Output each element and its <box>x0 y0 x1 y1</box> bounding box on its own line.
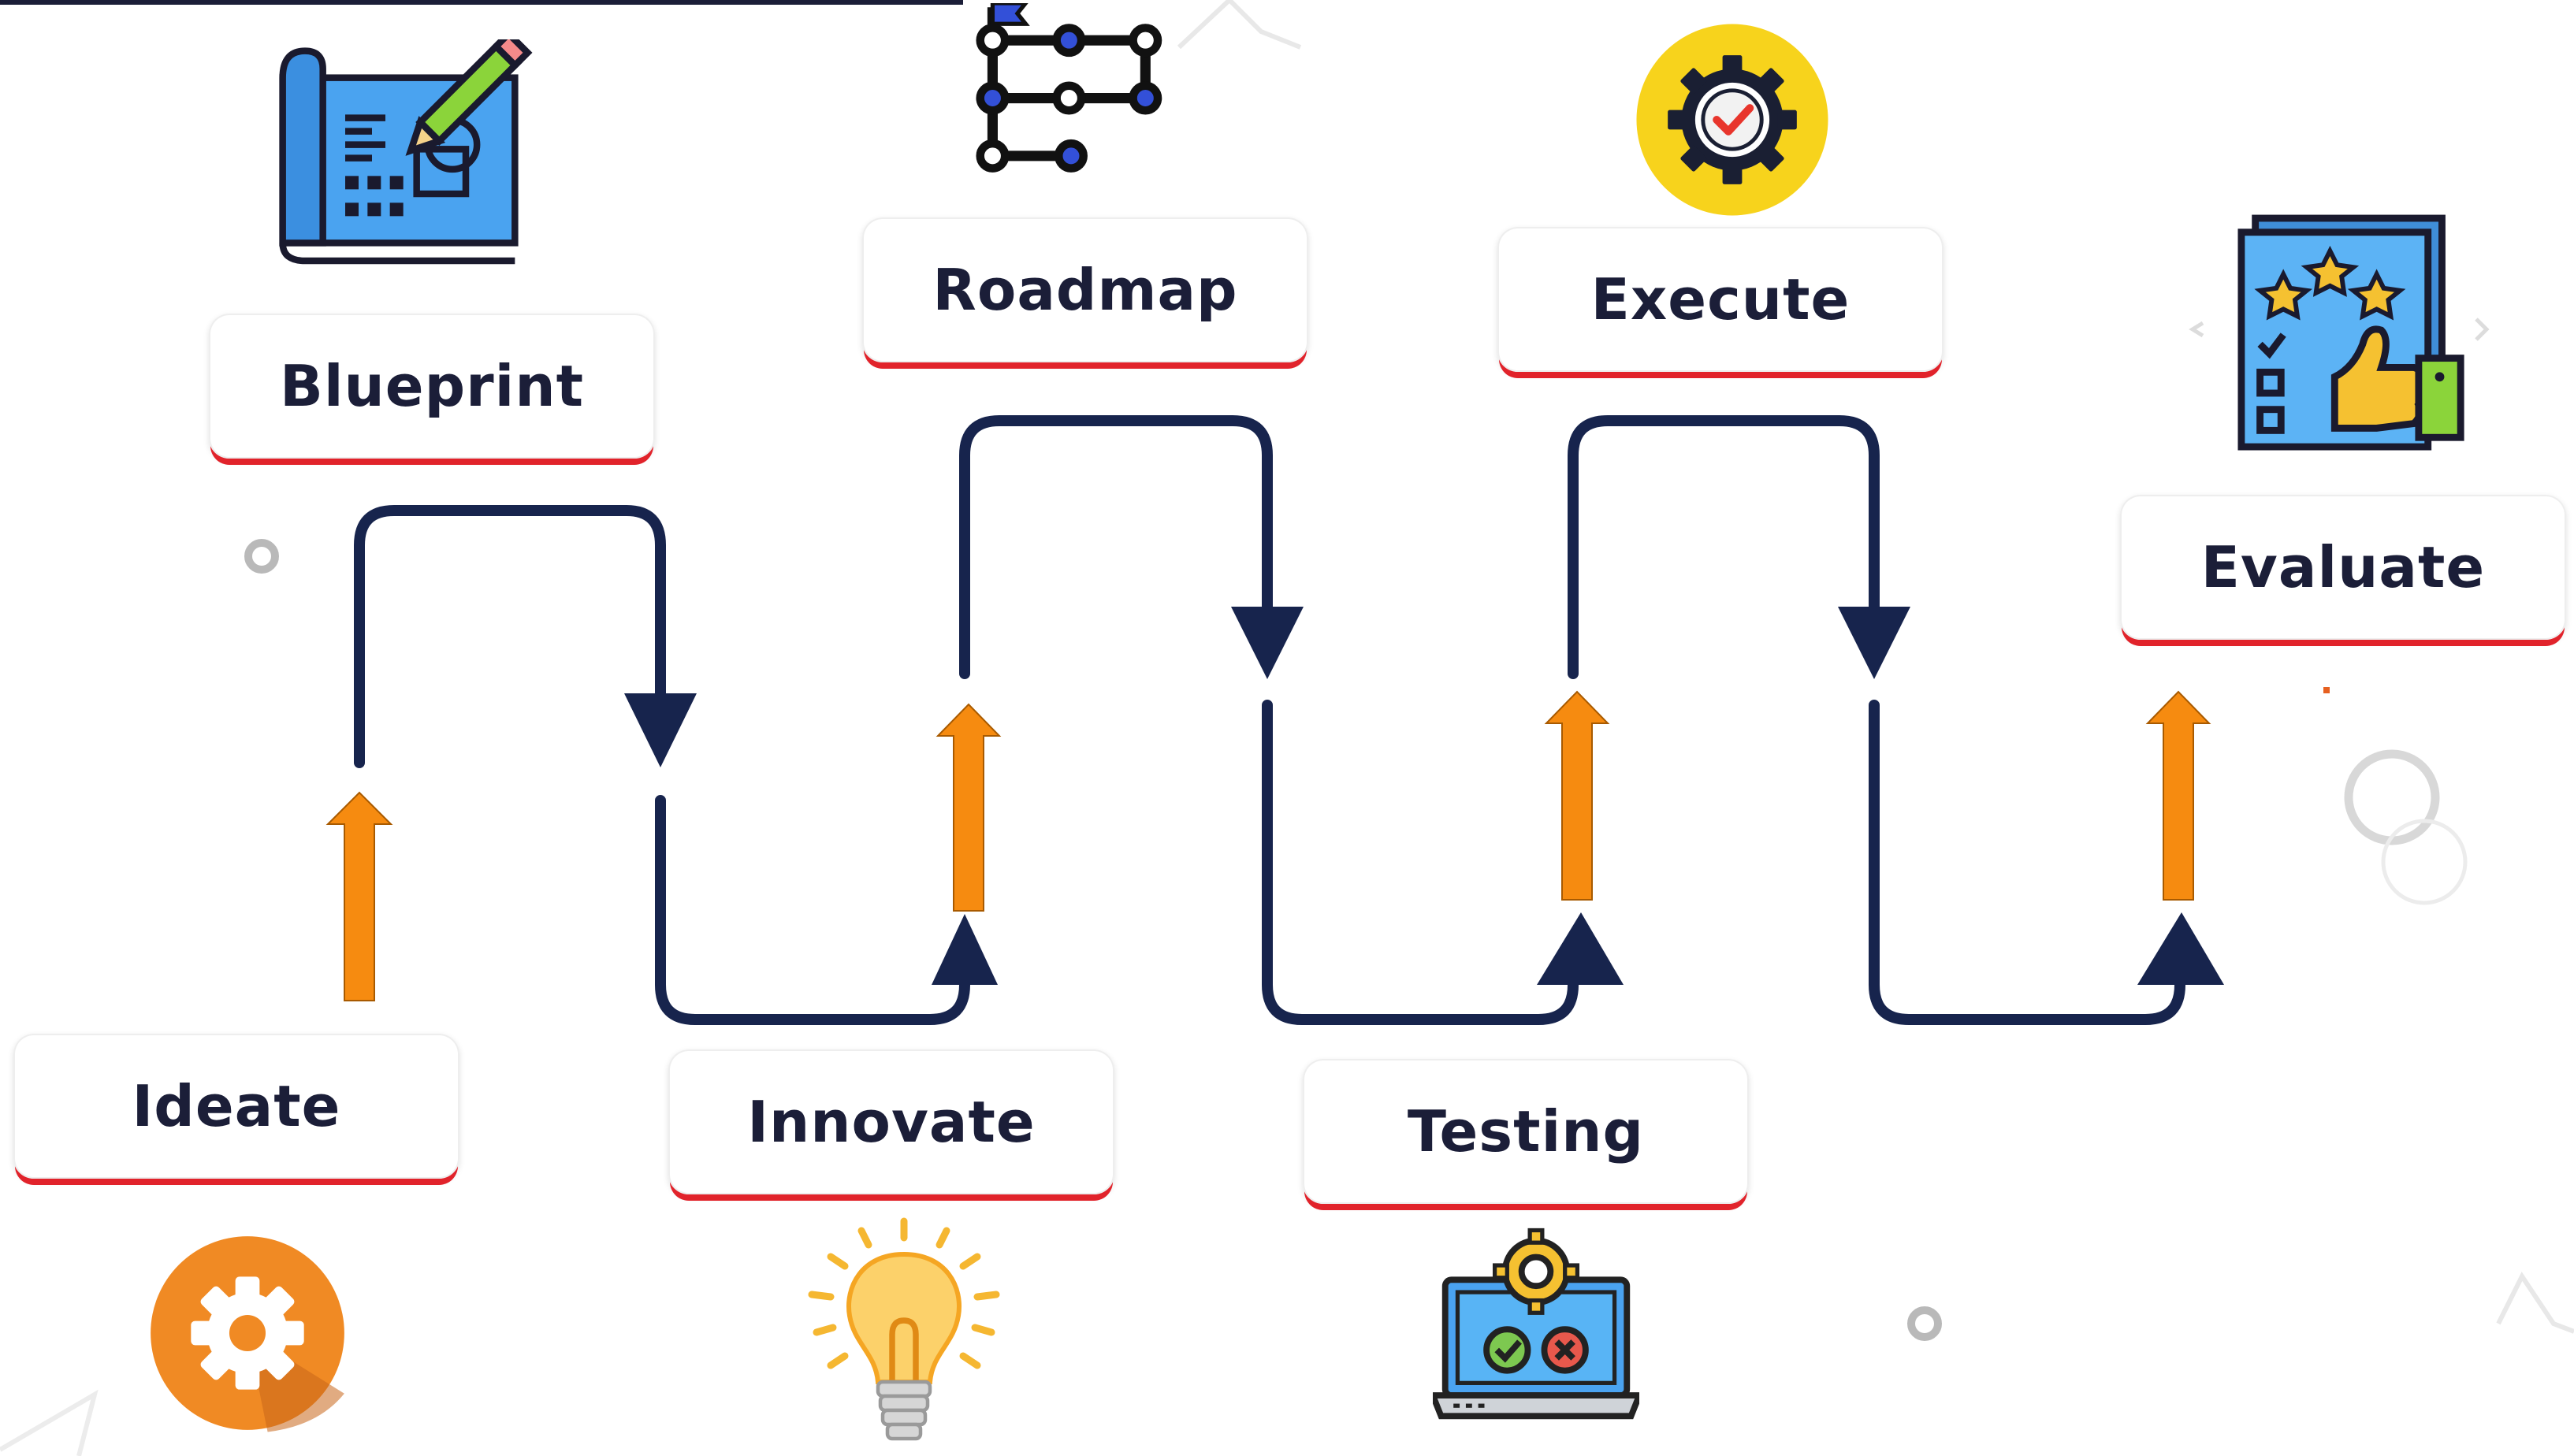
gear-icon <box>147 1232 348 1434</box>
path-arrow-up <box>1537 912 1624 985</box>
laptop-testing-icon <box>1433 1226 1639 1424</box>
lightbulb-icon <box>798 1216 1010 1453</box>
step-label-text: Execute <box>1590 266 1851 332</box>
step-label-text: Testing <box>1407 1098 1645 1164</box>
step-label-evaluate: Evaluate <box>2120 495 2566 640</box>
path-arrow-up <box>932 914 998 985</box>
step-label-innovate: Innovate <box>668 1049 1114 1194</box>
orange-up-arrow <box>325 791 393 1001</box>
path-arrow-down <box>1838 607 1910 679</box>
blueprint-icon <box>265 39 533 268</box>
step-label-ideate: Ideate <box>13 1034 459 1179</box>
orange-up-arrow <box>1544 690 1610 901</box>
top-accent-bar <box>0 0 963 5</box>
step-label-roadmap: Roadmap <box>862 217 1308 362</box>
orange-up-arrow <box>2145 690 2211 901</box>
step-label-text: Roadmap <box>932 257 1238 323</box>
step-label-text: Innovate <box>747 1089 1036 1155</box>
step-label-text: Blueprint <box>279 353 585 419</box>
step-label-text: Ideate <box>132 1073 341 1139</box>
gear-check-icon <box>1635 22 1830 217</box>
step-label-blueprint: Blueprint <box>209 314 655 459</box>
step-label-text: Evaluate <box>2200 534 2486 600</box>
step-label-testing: Testing <box>1303 1059 1749 1204</box>
step-label-execute: Execute <box>1497 227 1944 372</box>
orange-up-arrow <box>935 703 1002 912</box>
path-arrow-down <box>624 693 697 767</box>
rating-thumbs-up-icon <box>2237 213 2470 457</box>
path-arrow-down <box>1231 607 1304 679</box>
path-arrow-up <box>2137 912 2224 985</box>
roadmap-icon <box>966 3 1176 210</box>
